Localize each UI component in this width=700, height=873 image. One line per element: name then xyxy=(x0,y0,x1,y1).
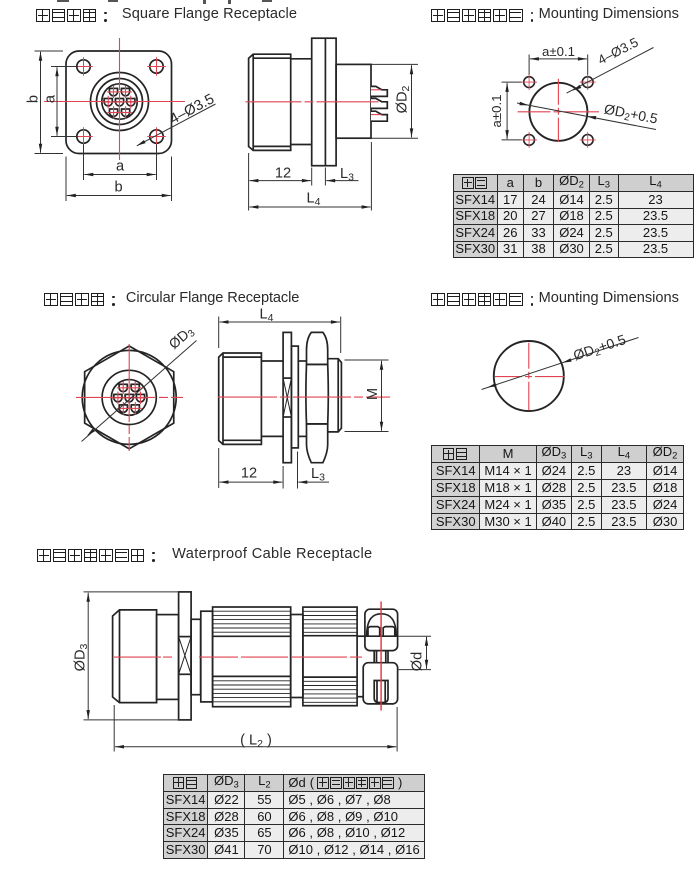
svg-text:12: 12 xyxy=(275,166,291,182)
svg-text:a: a xyxy=(43,94,59,103)
svg-text:ØD3: ØD3 xyxy=(165,322,197,354)
svg-text:L3: L3 xyxy=(340,166,354,184)
svg-text:4–Ø3.5: 4–Ø3.5 xyxy=(167,91,217,128)
svg-text:Ød: Ød xyxy=(410,652,426,671)
svg-text:a: a xyxy=(116,159,125,175)
svg-text:a±0.1: a±0.1 xyxy=(542,44,575,59)
svg-text:L4: L4 xyxy=(260,307,274,325)
svg-text:a±0.1: a±0.1 xyxy=(489,95,504,128)
svg-text:b: b xyxy=(114,180,122,196)
svg-text:ØD3: ØD3 xyxy=(73,643,91,671)
svg-text:ØD2+0.5: ØD2+0.5 xyxy=(571,331,628,365)
svg-text:b: b xyxy=(26,95,42,103)
svg-text:M: M xyxy=(365,388,381,400)
svg-text:12: 12 xyxy=(241,466,257,482)
svg-text:( L2 ): ( L2 ) xyxy=(240,733,272,751)
svg-text:4–Ø3.5: 4–Ø3.5 xyxy=(595,34,640,67)
svg-text:ØD2: ØD2 xyxy=(395,85,413,113)
svg-text:L4: L4 xyxy=(307,191,321,209)
svg-text:L3: L3 xyxy=(311,466,325,484)
